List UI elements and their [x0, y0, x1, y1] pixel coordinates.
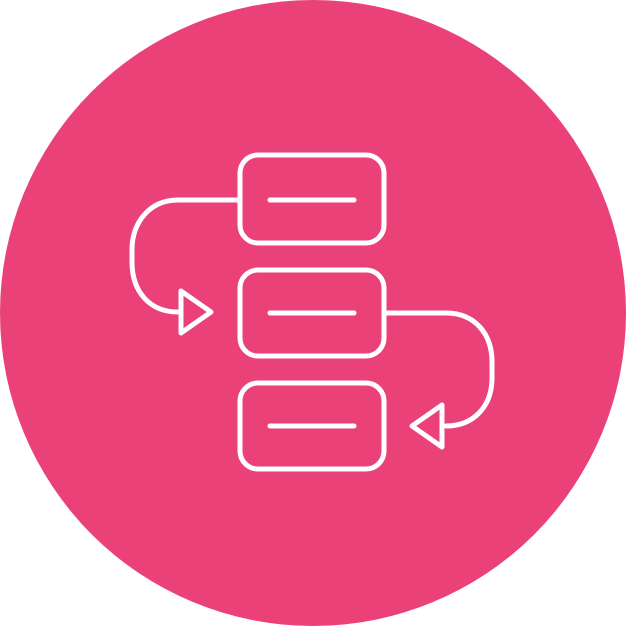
connector-left-curve: [129, 197, 243, 315]
arrow-left-icon: [409, 402, 445, 450]
connector-right-curve: [381, 310, 495, 429]
process-box-bottom: [237, 380, 387, 472]
arrow-right-icon: [178, 288, 214, 336]
